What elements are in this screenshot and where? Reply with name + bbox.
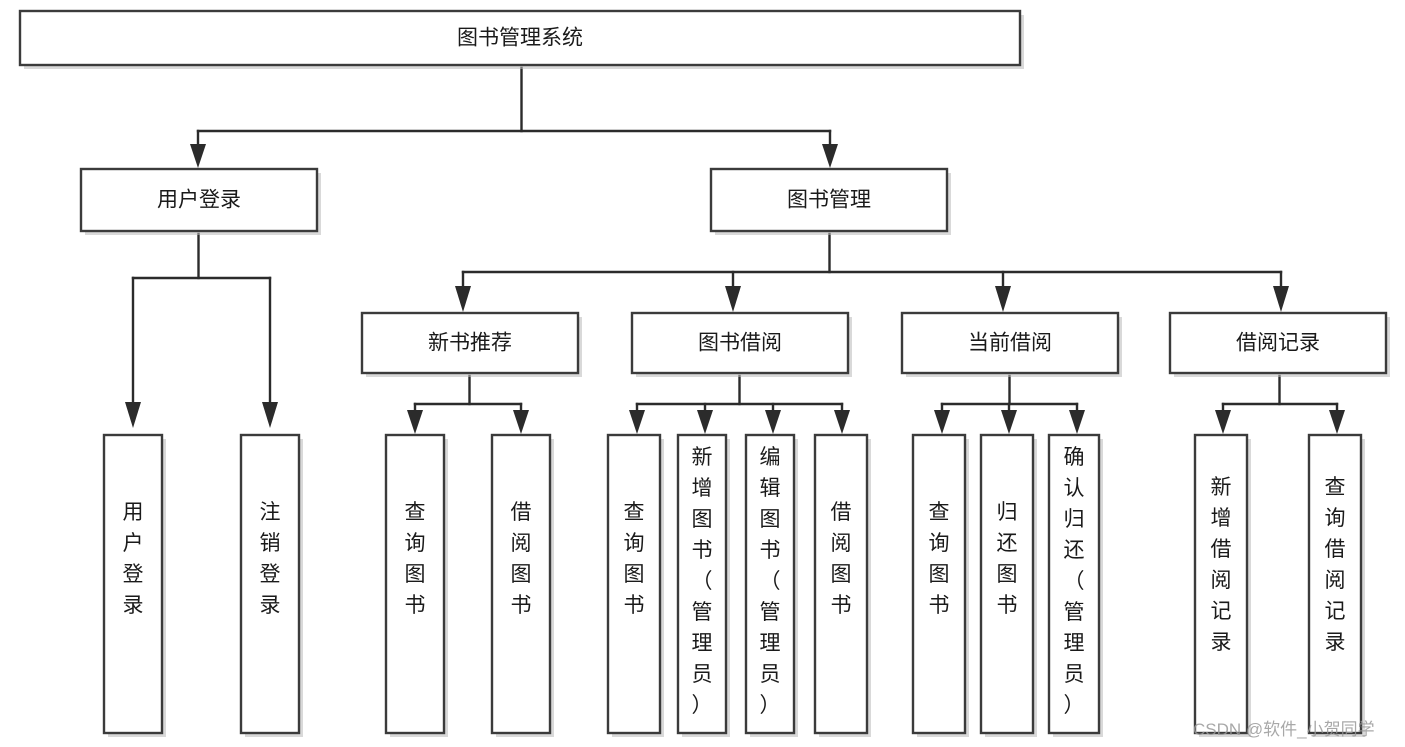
node-leaf-add-record-label: 新增借阅记录 [1211,476,1232,654]
node-leaf-confirm-return[interactable]: 确认归还（管理员） [1047,433,1103,737]
node-leaf-borrow-book-a-label: 借阅图书 [511,501,532,617]
node-root[interactable]: 图书管理系统 [18,9,1024,69]
arrow-head-icon [125,402,141,428]
node-borrow-record[interactable]: 借阅记录 [1168,311,1390,377]
connector-layer [125,66,1345,434]
node-leaf-user-login[interactable]: 用户登录 [102,433,166,737]
node-new-book-rec-label: 新书推荐 [428,332,512,355]
arrow-head-icon [765,410,781,434]
arrow-head-icon [1069,410,1085,434]
node-leaf-return-book-label: 归还图书 [997,501,1018,617]
arrow-head-icon [1001,410,1017,434]
node-leaf-borrow-book-b-label: 借阅图书 [831,501,852,617]
arrow-head-icon [629,410,645,434]
node-leaf-query-book-b[interactable]: 查询图书 [606,433,664,737]
arrow-head-icon [995,286,1011,312]
arrow-head-icon [697,410,713,434]
node-new-book-rec[interactable]: 新书推荐 [360,311,582,377]
node-leaf-user-login-label: 用户登录 [123,501,144,617]
node-current-borrow[interactable]: 当前借阅 [900,311,1122,377]
node-leaf-user-logout[interactable]: 注销登录 [239,433,303,737]
node-leaf-add-book-label: 新增图书（管理员） [692,446,713,717]
node-borrow-record-label: 借阅记录 [1236,332,1320,355]
arrow-head-icon [834,410,850,434]
node-leaf-query-book-c-label: 查询图书 [929,501,950,617]
node-leaf-query-record-label: 查询借阅记录 [1325,476,1346,654]
node-leaf-query-book-c[interactable]: 查询图书 [911,433,969,737]
node-leaf-query-book-b-label: 查询图书 [624,501,645,617]
node-leaf-query-book-a-label: 查询图书 [405,501,426,617]
watermark-label: CSDN @软件_小贺同学 [1193,720,1375,739]
node-leaf-query-book-a[interactable]: 查询图书 [384,433,448,737]
node-leaf-add-record[interactable]: 新增借阅记录 [1193,433,1251,737]
arrow-head-icon [407,410,423,434]
arrow-head-icon [190,144,206,168]
arrow-head-icon [1215,410,1231,434]
node-user-login[interactable]: 用户登录 [79,167,321,235]
arrow-head-icon [455,286,471,312]
node-leaf-add-book[interactable]: 新增图书（管理员） [676,433,730,737]
node-book-manage-label: 图书管理 [787,189,871,212]
node-current-borrow-label: 当前借阅 [968,332,1052,355]
node-book-borrow[interactable]: 图书借阅 [630,311,852,377]
node-leaf-return-book[interactable]: 归还图书 [979,433,1037,737]
node-book-manage[interactable]: 图书管理 [709,167,951,235]
node-leaf-confirm-return-label: 确认归还（管理员） [1064,446,1085,717]
arrow-head-icon [822,144,838,168]
node-leaf-user-logout-label: 注销登录 [260,501,281,617]
node-user-login-label: 用户登录 [157,189,241,212]
node-root-label: 图书管理系统 [457,27,583,50]
node-leaf-borrow-book-b[interactable]: 借阅图书 [813,433,871,737]
node-leaf-borrow-book-a[interactable]: 借阅图书 [490,433,554,737]
arrow-head-icon [725,286,741,312]
arrow-head-icon [934,410,950,434]
node-book-borrow-label: 图书借阅 [698,332,782,355]
arrow-head-icon [1329,410,1345,434]
arrow-head-icon [1273,286,1289,312]
node-leaf-edit-book[interactable]: 编辑图书（管理员） [744,433,798,737]
arrow-head-icon [262,402,278,428]
arrow-head-icon [513,410,529,434]
node-leaf-query-record[interactable]: 查询借阅记录 [1307,433,1365,737]
node-leaf-edit-book-label: 编辑图书（管理员） [760,446,781,717]
